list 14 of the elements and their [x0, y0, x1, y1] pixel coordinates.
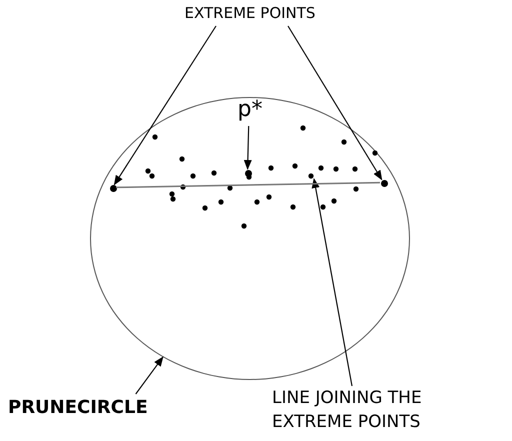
- arrow: [312, 178, 353, 386]
- text-label: LINE JOINING THE EXTREME POINTS: [272, 386, 472, 438]
- arrow: [114, 26, 216, 186]
- arrow: [244, 126, 252, 170]
- joining-line: [116, 182, 380, 188]
- data-point: [245, 170, 252, 177]
- data-point: [110, 185, 117, 192]
- prune-circle: [90, 97, 410, 380]
- text-label: EXTREME POINTS: [150, 2, 350, 26]
- arrow: [135, 356, 164, 394]
- text-label: PRUNECIRCLE: [8, 394, 183, 420]
- data-point: [381, 180, 388, 187]
- arrow: [288, 26, 382, 180]
- text-label: p*: [235, 99, 265, 127]
